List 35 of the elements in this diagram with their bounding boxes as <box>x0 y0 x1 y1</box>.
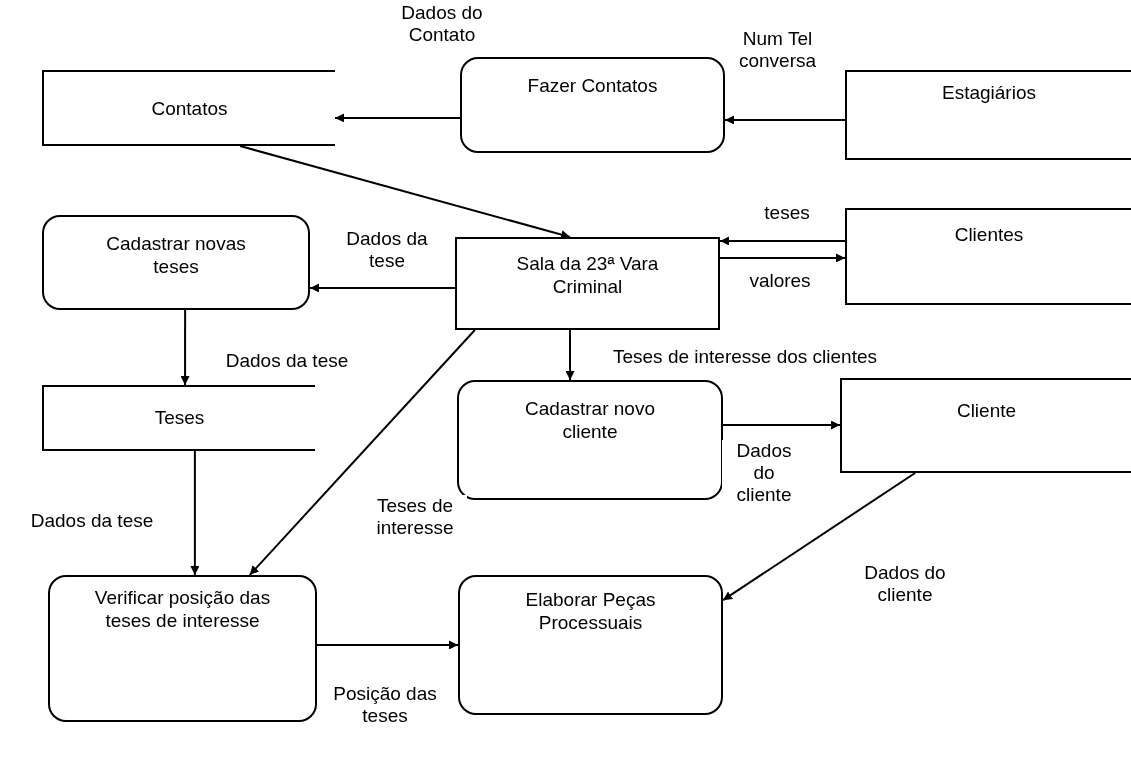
node-label: Cliente <box>955 400 1018 423</box>
arrow <box>190 450 200 576</box>
data-store <box>845 208 1131 305</box>
node-label: Clientes <box>953 224 1025 247</box>
arrow <box>722 472 917 602</box>
node-label: Teses <box>153 407 206 430</box>
process-box <box>42 215 310 310</box>
process-box <box>457 380 723 500</box>
data-store <box>42 385 315 451</box>
node-label: Cadastrar novo cliente <box>524 398 656 444</box>
data-store <box>42 70 335 146</box>
process-box <box>48 575 317 722</box>
arrow <box>719 253 846 263</box>
entity-box <box>455 237 720 330</box>
arrow <box>565 329 575 381</box>
arrow <box>239 145 571 239</box>
data-store <box>840 378 1131 473</box>
node-label: Verificar posição das teses de interesse <box>93 587 272 633</box>
node-label: Cadastrar novas teses <box>105 233 247 279</box>
node-label: Contatos <box>150 98 229 121</box>
process-box <box>460 57 725 153</box>
data-store <box>845 70 1131 160</box>
process-box <box>458 575 723 715</box>
node-label: Elaborar Peças Processuais <box>524 589 657 635</box>
node-label: Estagiários <box>941 82 1037 105</box>
node-label: Fazer Contatos <box>526 75 659 98</box>
arrow <box>180 309 190 386</box>
arrow <box>722 420 841 430</box>
arrow <box>334 113 461 123</box>
arrow <box>316 640 459 650</box>
arrow <box>309 283 456 293</box>
arrow <box>248 329 476 576</box>
node-label: Sala da 23ª Vara Criminal <box>515 253 660 299</box>
arrow <box>719 236 846 246</box>
arrow <box>724 115 846 125</box>
